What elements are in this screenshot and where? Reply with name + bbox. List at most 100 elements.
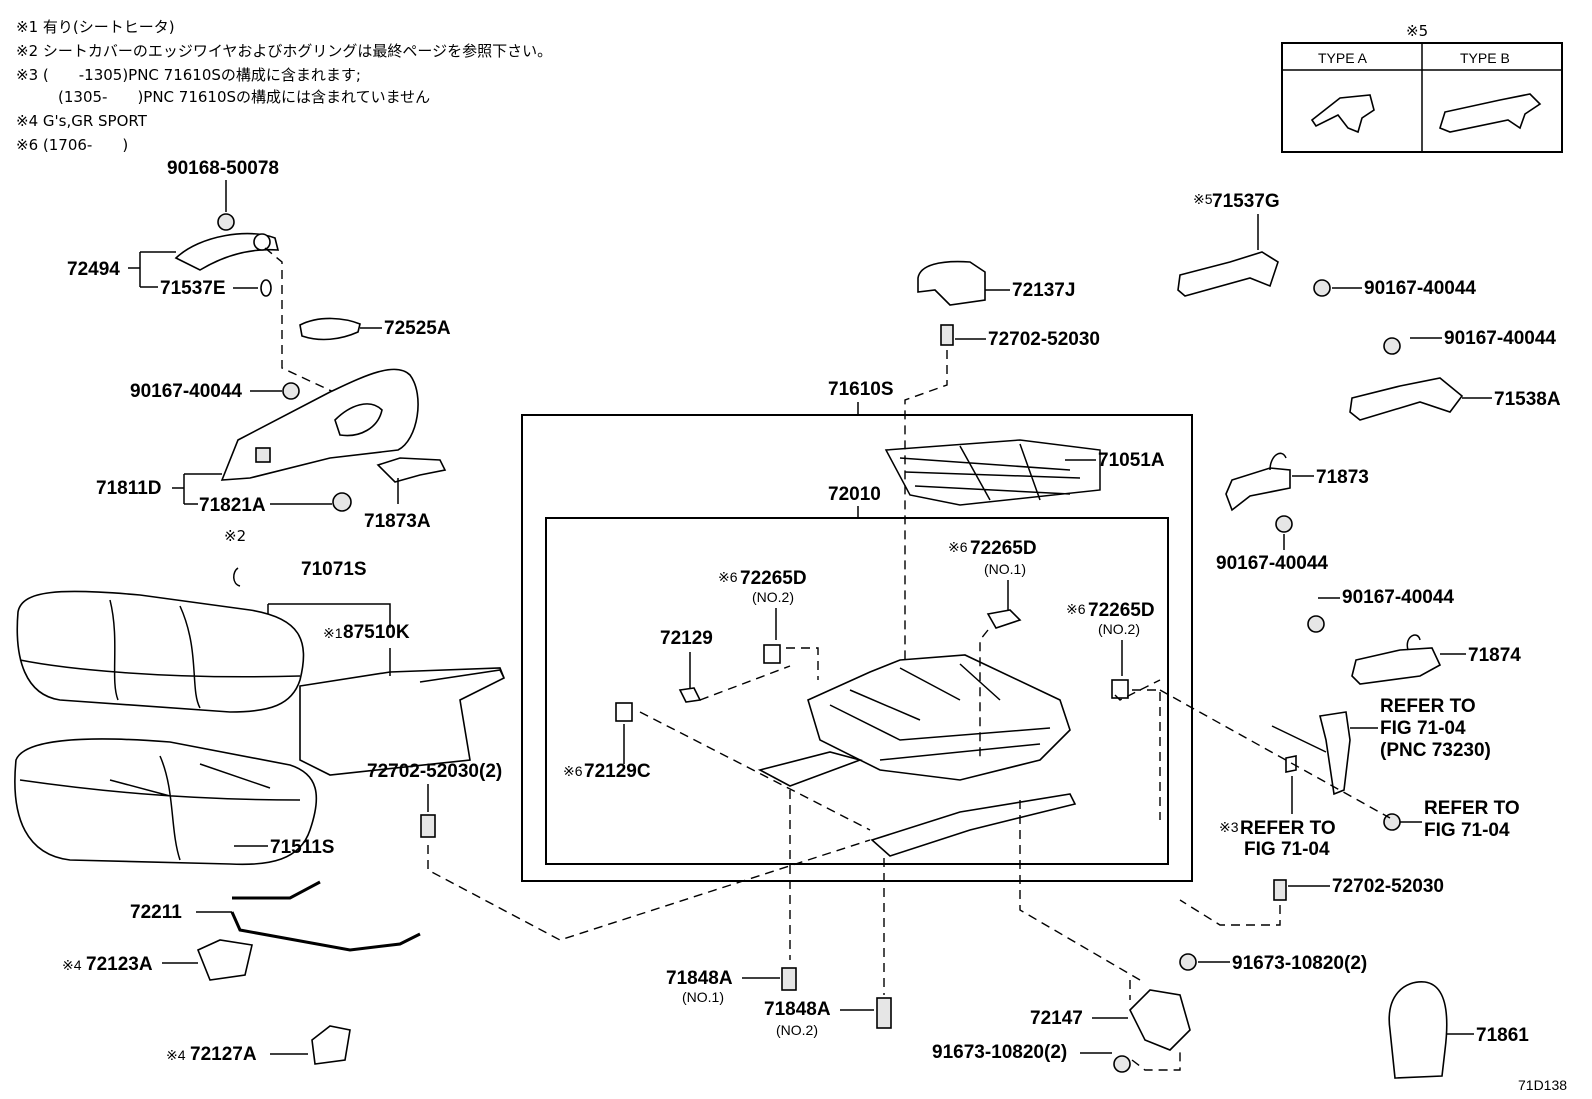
screw-90167-40044-r1 <box>1313 279 1331 297</box>
cushion-pad-grooves <box>19 755 301 861</box>
harness-clip <box>1285 755 1297 773</box>
label-87510K[interactable]: 87510K <box>343 622 410 643</box>
label-mark5: ※5 <box>1193 191 1213 207</box>
label-90167-40044-left[interactable]: 90167-40044 <box>130 381 242 402</box>
label-no1b: (NO.1) <box>682 989 724 1005</box>
wire-72211 <box>230 880 421 952</box>
label-72010[interactable]: 72010 <box>828 484 881 505</box>
label-71811D[interactable]: 71811D <box>96 478 162 499</box>
label-71071S[interactable]: 71071S <box>301 559 367 580</box>
bolt-71848A-no1 <box>781 967 797 991</box>
label-mark4b: ※4 <box>166 1047 186 1063</box>
label-refer2-line1[interactable]: REFER TO <box>1240 818 1336 839</box>
label-no1a: (NO.1) <box>984 561 1026 577</box>
label-71537G[interactable]: 71537G <box>1212 191 1280 212</box>
dash-72147 <box>1129 980 1181 1071</box>
label-refer3-line2[interactable]: FIG 71-04 <box>1424 820 1510 841</box>
label-71848A-no1[interactable]: 71848A <box>666 968 733 989</box>
label-71821A[interactable]: 71821A <box>199 495 266 516</box>
label-90167-40044-r3[interactable]: 90167-40044 <box>1216 553 1328 574</box>
label-no2c: (NO.2) <box>776 1022 818 1038</box>
type-b-header: TYPE B <box>1460 50 1510 66</box>
bracket-71873A <box>376 457 447 483</box>
spring-71051A <box>884 439 1101 506</box>
shield-71811D <box>220 368 419 481</box>
label-71610S[interactable]: 71610S <box>828 379 894 400</box>
label-refer1-line3[interactable]: (PNC 73230) <box>1380 740 1491 761</box>
cap-71537E <box>260 279 272 297</box>
label-72265D-no1[interactable]: 72265D <box>970 538 1037 559</box>
clip-72129 <box>678 687 702 703</box>
label-72127A[interactable]: 72127A <box>190 1044 257 1065</box>
label-90168-50078[interactable]: 90168-50078 <box>167 158 279 179</box>
label-90167-40044-r1[interactable]: 90167-40044 <box>1364 278 1476 299</box>
figure-code: 71D138 <box>1518 1077 1567 1093</box>
hog-ring-icon <box>233 567 241 587</box>
armrest-bracket-72494 <box>174 232 280 271</box>
label-72129[interactable]: 72129 <box>660 628 713 649</box>
bracket-71873-hook <box>1269 452 1287 471</box>
screw-90167-40044-r3 <box>1275 515 1293 533</box>
cover-72127A <box>311 1025 351 1065</box>
label-refer1-line2[interactable]: FIG 71-04 <box>1380 718 1466 739</box>
seat-frame-group: 72137J 72702-52030 71610S 71051A 72010 ※… <box>521 260 1193 1073</box>
label-71861[interactable]: 71861 <box>1476 1025 1529 1046</box>
label-91673-10820-right[interactable]: 91673-10820(2) <box>1232 953 1367 974</box>
screw-90167-40044-left <box>282 382 300 400</box>
cover-72123A <box>196 939 253 981</box>
label-mark2: ※2 <box>224 527 246 545</box>
label-mark6c: ※6 <box>1066 601 1086 617</box>
label-72211[interactable]: 72211 <box>130 902 182 923</box>
label-71538A[interactable]: 71538A <box>1494 389 1561 410</box>
label-no2a: (NO.2) <box>752 589 794 605</box>
label-72265D-no2-left[interactable]: 72265D <box>740 568 807 589</box>
label-72494[interactable]: 72494 <box>67 259 120 280</box>
label-mark6d: ※6 <box>563 763 583 779</box>
label-90167-40044-r4[interactable]: 90167-40044 <box>1342 587 1454 608</box>
label-72702-52030-right[interactable]: 72702-52030 <box>1332 876 1444 897</box>
bolt-72702-52030-right <box>1273 879 1287 901</box>
label-refer2-line2[interactable]: FIG 71-04 <box>1244 839 1330 860</box>
buckle-cable <box>1271 725 1327 753</box>
bracket-hole <box>253 233 271 251</box>
dash-refer3 <box>1159 689 1391 819</box>
label-72123A[interactable]: 72123A <box>86 954 153 975</box>
label-91673-10820-bottom[interactable]: 91673-10820(2) <box>932 1042 1067 1063</box>
label-72702-52030-top[interactable]: 72702-52030 <box>988 329 1100 350</box>
type-table: ※5 TYPE A TYPE B <box>1281 22 1563 153</box>
label-72129C[interactable]: 72129C <box>584 761 651 782</box>
label-72702-52030-2[interactable]: 72702-52030(2) <box>367 761 502 782</box>
label-71873[interactable]: 71873 <box>1316 467 1369 488</box>
bolt-91673-10820-bottom <box>1113 1055 1131 1073</box>
bracket-71874 <box>1351 647 1442 685</box>
bracket-72147 <box>1129 989 1191 1051</box>
label-72525A[interactable]: 72525A <box>384 318 451 339</box>
label-mark6b: ※6 <box>718 569 738 585</box>
screw-90167-40044-r2 <box>1383 337 1401 355</box>
label-71051A[interactable]: 71051A <box>1098 450 1165 471</box>
heater-wire <box>419 669 505 683</box>
label-refer3-line1[interactable]: REFER TO <box>1424 798 1520 819</box>
label-71874[interactable]: 71874 <box>1468 645 1521 666</box>
label-no2b: (NO.2) <box>1098 621 1140 637</box>
label-mark1: ※1 <box>323 625 343 641</box>
label-71537E[interactable]: 71537E <box>160 278 226 299</box>
shield-knob-recess <box>334 403 383 437</box>
note-4: ※4 G's,GR SPORT <box>16 112 148 130</box>
label-71511S[interactable]: 71511S <box>270 837 334 858</box>
note-6: ※6 (1706- ) <box>16 136 128 154</box>
seat-cover-stitching <box>19 599 301 709</box>
label-72265D-no2-right[interactable]: 72265D <box>1088 600 1155 621</box>
cover-72525A <box>299 317 361 341</box>
label-refer1-line1[interactable]: REFER TO <box>1380 696 1476 717</box>
label-mark3: ※3 <box>1219 819 1239 835</box>
label-72137J[interactable]: 72137J <box>1012 280 1075 301</box>
label-71848A-no2[interactable]: 71848A <box>764 999 831 1020</box>
frame-assembly-box-71610S <box>521 414 1193 882</box>
bracket-71537G <box>1177 251 1279 297</box>
label-90167-40044-r2[interactable]: 90167-40044 <box>1444 328 1556 349</box>
clip-71821A <box>332 492 352 512</box>
label-72147[interactable]: 72147 <box>1030 1008 1083 1029</box>
label-71873A[interactable]: 71873A <box>364 511 431 532</box>
bolt-72702-52030-top <box>940 324 954 346</box>
